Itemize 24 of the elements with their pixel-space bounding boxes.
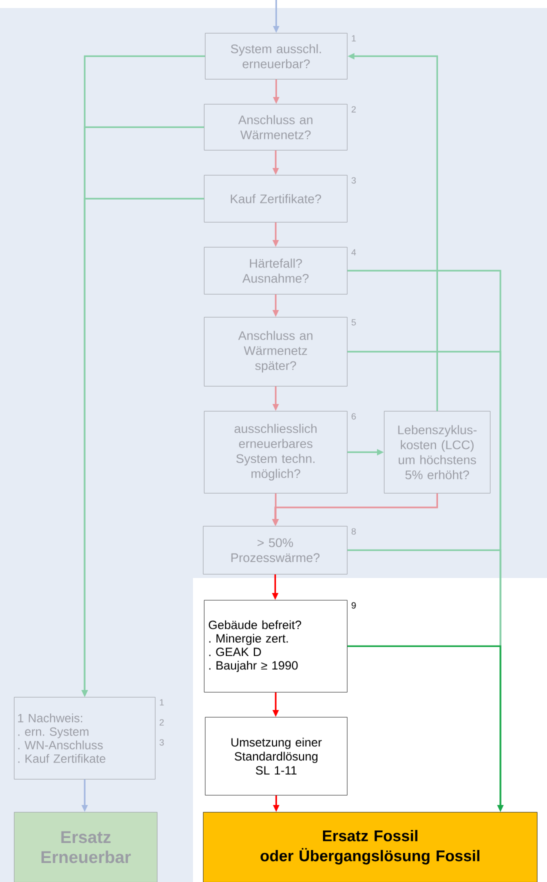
decision-box: Anschluss an Wärmenetz? [204, 104, 348, 150]
decision-box: Kauf Zertifikate? [204, 175, 348, 222]
decision-box: Härtefall? Ausnahme? [204, 247, 348, 294]
step-number: 3 [160, 739, 164, 746]
step-number: 3 [352, 177, 356, 184]
step-number: 5 [352, 319, 356, 326]
decision-box: > 50% Prozesswärme? [203, 526, 348, 574]
decision-box: Lebenszyklus- kosten (LCC) um höchstens 5% erhöht? [384, 411, 490, 494]
step-number: 8 [352, 528, 356, 535]
note-box: 1 Nachweis: . ern. System . WN-Anschluss . Kauf Zertifikate [14, 697, 156, 780]
step-number: 1 [160, 699, 164, 706]
result-box: Ersatz Fossil oder Übergangslösung Fossil [203, 812, 538, 882]
step-number: 9 [352, 602, 356, 609]
decision-box: Anschluss an Wärmenetz später? [204, 317, 348, 386]
step-number: 4 [351, 249, 356, 256]
step-number: 2 [160, 719, 164, 726]
decision-box: ausschliesslich erneuerbares System techn. möglich? [204, 411, 348, 494]
result-box: Ersatz Erneuerbar [14, 812, 158, 882]
decision-box: System ausschl. erneuerbar? [205, 33, 348, 80]
step-number: 2 [352, 106, 356, 112]
step-number: 6 [352, 413, 356, 420]
process-box: Umsetzung einer Standardlösung SL 1-11 [205, 717, 348, 796]
step-number: 1 [352, 35, 356, 42]
decision-box: Gebäude befreit? . Minergie zert. . GEAK D . Baujahr ≥ 1990 [204, 600, 348, 692]
